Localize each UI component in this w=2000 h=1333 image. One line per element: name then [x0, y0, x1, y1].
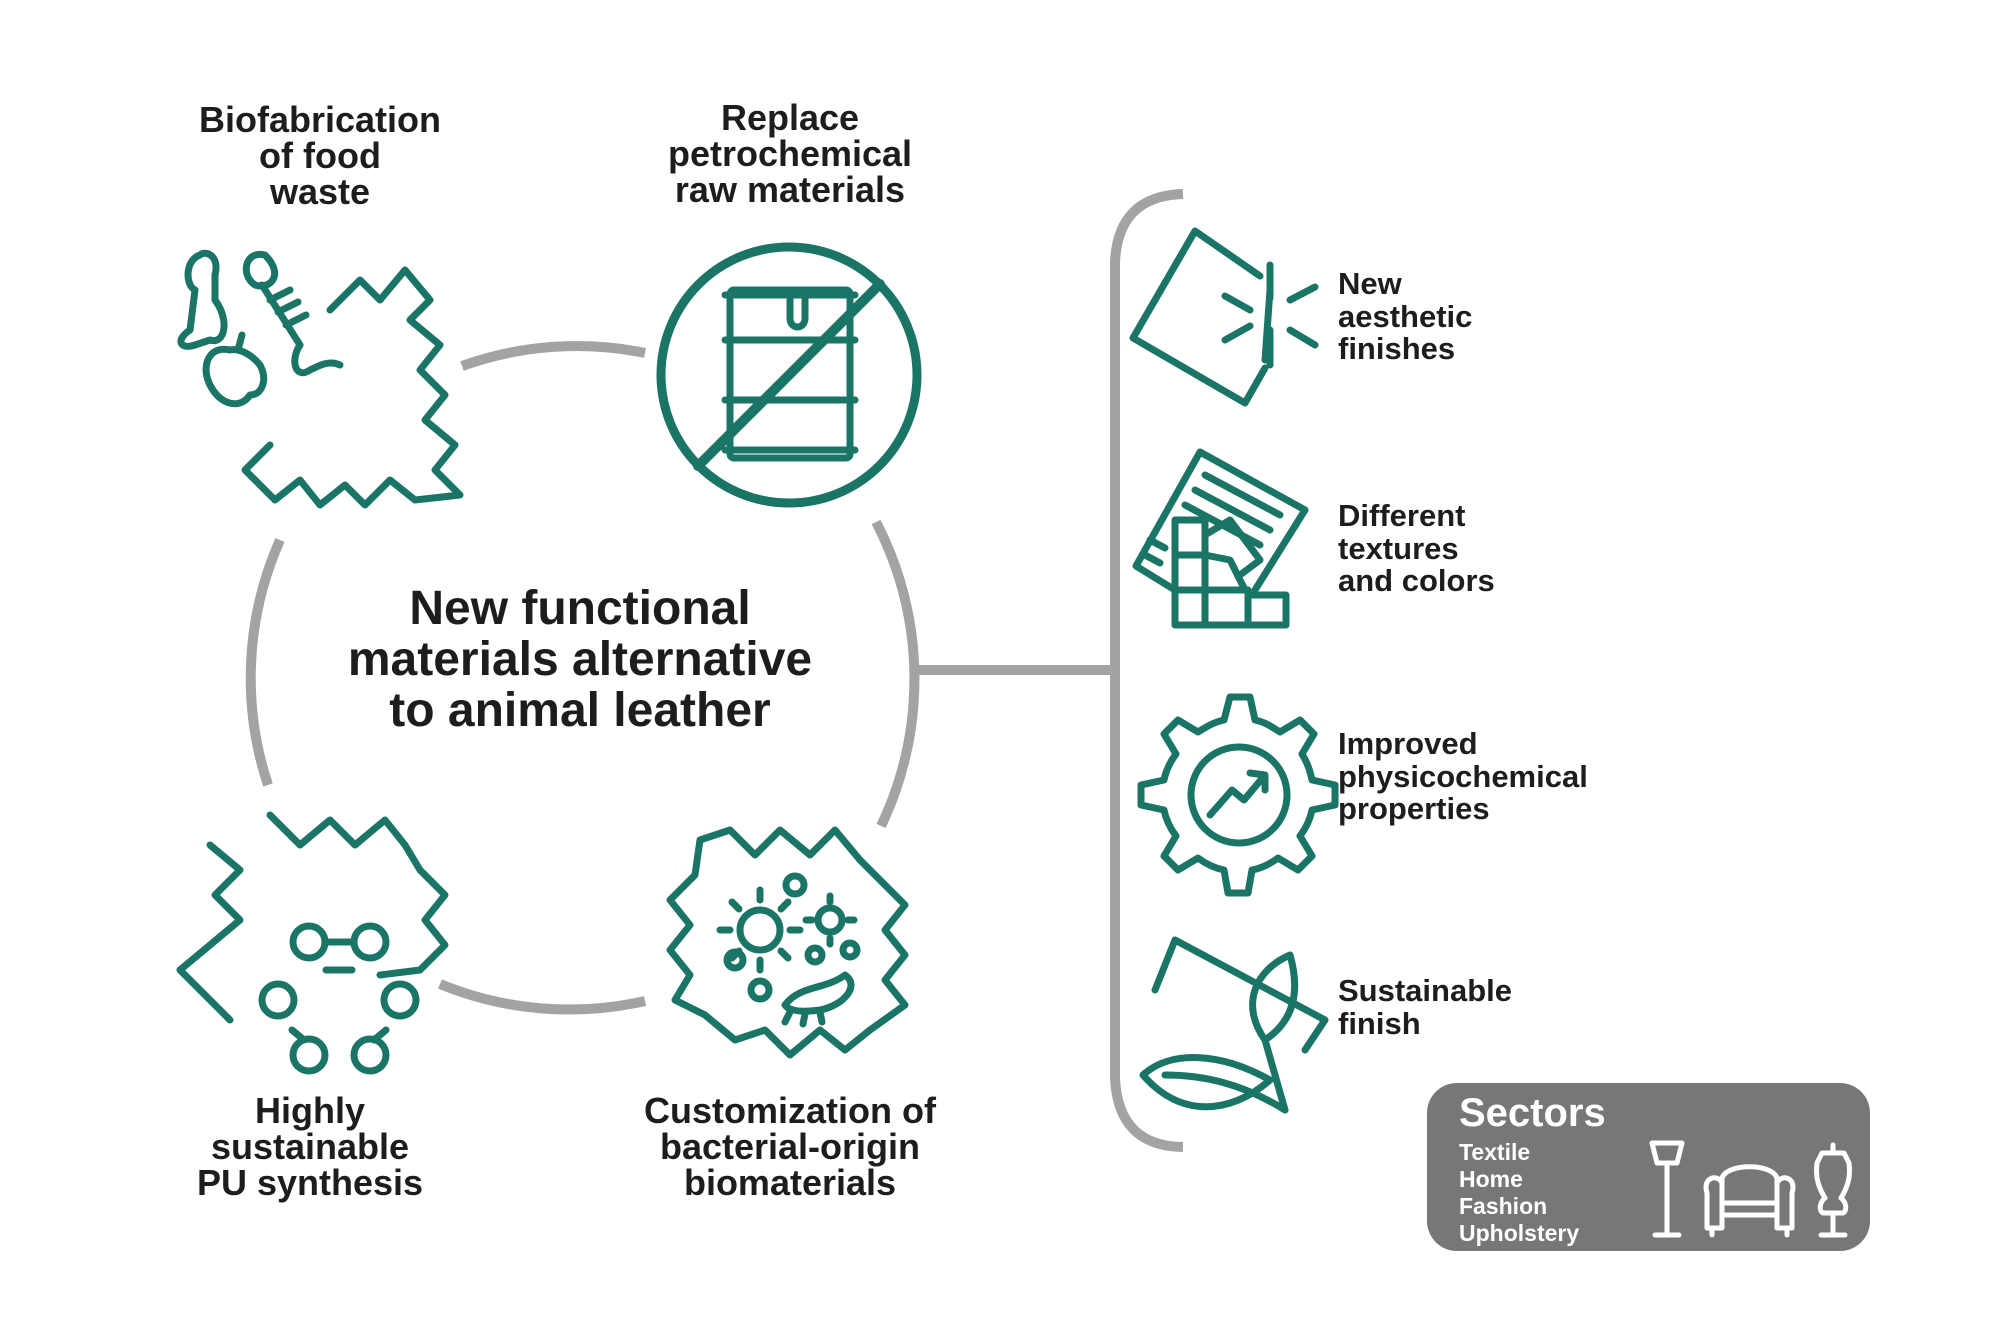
node-label-food-waste: Biofabrication of food waste	[150, 102, 490, 210]
food-waste-puzzle-icon	[177, 249, 464, 509]
bracket	[1110, 189, 1184, 1152]
center-title: New functional materials alternative to …	[280, 582, 880, 737]
center-title-line: New functional	[409, 582, 751, 635]
outcome-label-line: Improved	[1338, 726, 1478, 761]
node-label-line: sustainable	[210, 1126, 410, 1167]
outcome-label-line: properties	[1338, 791, 1490, 827]
sectors-title: Sectors	[1459, 1091, 1606, 1135]
outcome-label-line: textures	[1338, 530, 1459, 566]
outcome-label-line: finish	[1338, 1005, 1421, 1041]
node-label-line: raw materials	[674, 169, 906, 210]
center-title-line: to animal leather	[389, 683, 771, 737]
bacteria-puzzle-icon	[666, 826, 909, 1059]
sector-item: Home	[1459, 1165, 1523, 1192]
outcome-label-line: Different	[1338, 498, 1466, 533]
outcome-label-sustainable: Sustainable finish	[1338, 973, 1512, 1041]
sectors-icons	[1649, 1140, 1852, 1238]
sector-item: Fashion	[1459, 1192, 1548, 1219]
arc-right	[871, 519, 920, 829]
node-label-line: bacterial-origin	[659, 1126, 921, 1167]
outcome-label-line: physicochemical	[1338, 758, 1588, 794]
outcome-label-line: Sustainable	[1338, 973, 1512, 1008]
circle-connector	[245, 189, 1184, 1152]
outcome-label-line: New	[1338, 266, 1402, 301]
node-label-line: Replace	[720, 97, 860, 138]
sparkle-tile-icon	[1129, 227, 1319, 407]
sector-item: Upholstery	[1459, 1219, 1580, 1246]
node-label-bacterial: Customization of bacterial-origin biomat…	[590, 1093, 990, 1201]
arc-left	[245, 537, 285, 787]
node-label-pu-synthesis: Highly sustainable PU synthesis	[140, 1093, 480, 1201]
mannequin-icon	[1814, 1142, 1852, 1238]
gear-chart-icon	[1137, 693, 1339, 897]
lamp-icon	[1649, 1140, 1685, 1238]
node-label-line: biomaterials	[683, 1162, 897, 1203]
sectors-box: Sectors Textile Home Fashion Upholstery	[1427, 1083, 1870, 1251]
node-label-line: waste	[269, 171, 371, 212]
node-label-petrochemical: Replace petrochemical raw materials	[620, 100, 960, 208]
node-label-line: PU synthesis	[196, 1162, 424, 1203]
outcome-label-textures: Different textures and colors	[1338, 498, 1495, 599]
sector-item: Textile	[1459, 1139, 1531, 1165]
outcome-label-physicochemical: Improved physicochemical properties	[1338, 726, 1588, 827]
sectors-list: Textile Home Fashion Upholstery	[1459, 1139, 1579, 1247]
outcome-label-aesthetic: New aesthetic finishes	[1338, 266, 1473, 367]
arc-bottom	[438, 979, 647, 1015]
outcome-label-line: finishes	[1338, 331, 1456, 367]
node-label-line: Biofabrication	[198, 99, 441, 140]
node-label-line: Customization of	[644, 1090, 936, 1131]
center-title-line: materials alternative	[347, 632, 813, 686]
outcome-label-line: aesthetic	[1338, 298, 1473, 334]
node-label-line: Highly	[254, 1090, 365, 1131]
no-barrel-icon	[656, 242, 922, 508]
node-label-line: petrochemical	[667, 133, 913, 174]
node-label-line: of food	[259, 135, 381, 176]
swatch-fan-icon	[1132, 448, 1309, 629]
arc-top	[460, 341, 647, 371]
leaf-tile-icon	[1139, 936, 1329, 1114]
armchair-icon	[1703, 1164, 1796, 1238]
polymer-puzzle-icon	[176, 811, 449, 1075]
outcome-label-line: and colors	[1338, 563, 1495, 599]
